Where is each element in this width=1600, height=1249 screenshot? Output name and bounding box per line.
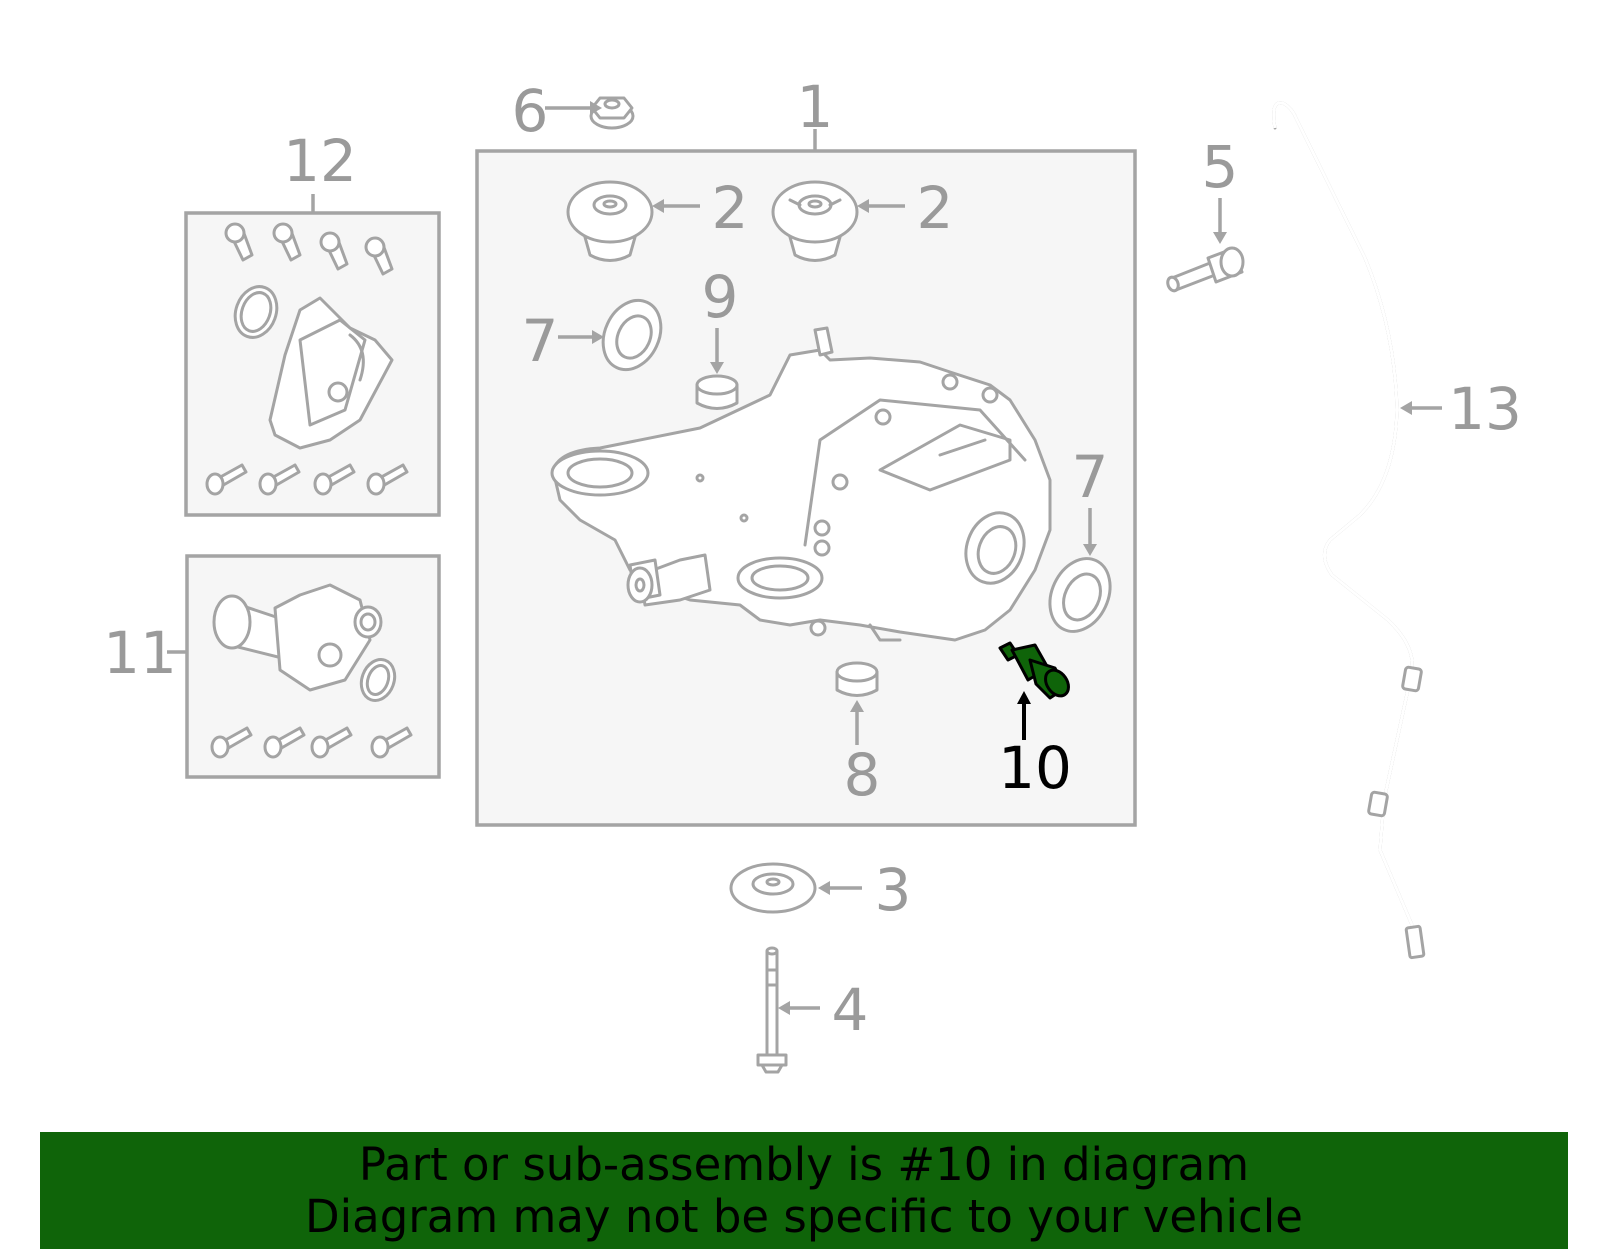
part-8-bushing <box>835 661 879 697</box>
part-5-bolt <box>1166 246 1245 293</box>
callout-4: 4 <box>832 976 869 1044</box>
callout-5: 5 <box>1202 133 1239 201</box>
callout-2-left: 2 <box>712 174 749 242</box>
callout-13: 13 <box>1448 375 1522 443</box>
info-banner: Part or sub-assembly is #10 in diagram D… <box>40 1132 1568 1249</box>
part-9-bushing <box>695 374 739 410</box>
part-1-differential-housing <box>550 326 1052 642</box>
assembly-11-parts <box>210 583 413 759</box>
callout-12: 12 <box>283 127 357 195</box>
banner-line-disclaimer: Diagram may not be specific to your vehi… <box>305 1189 1303 1243</box>
callout-1: 1 <box>797 73 834 141</box>
part-2-mount-left <box>566 180 654 262</box>
callout-9: 9 <box>702 263 739 331</box>
banner-line-part: Part or sub-assembly is #10 in diagram <box>358 1137 1250 1191</box>
callout-3: 3 <box>875 856 912 924</box>
part-10-sensor <box>998 641 1070 700</box>
callout-11: 11 <box>103 619 177 687</box>
part-7-seal-right <box>1048 557 1112 633</box>
part-3-washer <box>729 862 817 914</box>
part-2-mount-right <box>771 180 859 262</box>
callout-2-right: 2 <box>917 174 954 242</box>
callout-7-right: 7 <box>1072 443 1109 511</box>
callout-8: 8 <box>844 741 881 809</box>
callout-6: 6 <box>512 77 549 145</box>
part-7-seal-left <box>601 298 663 372</box>
part-13-tube <box>1272 101 1426 960</box>
callout-7-left: 7 <box>522 307 559 375</box>
part-6-nut <box>589 96 635 130</box>
assembly-12-parts <box>205 222 409 496</box>
callout-10: 10 <box>998 734 1072 802</box>
part-4-bolt <box>756 946 788 1074</box>
